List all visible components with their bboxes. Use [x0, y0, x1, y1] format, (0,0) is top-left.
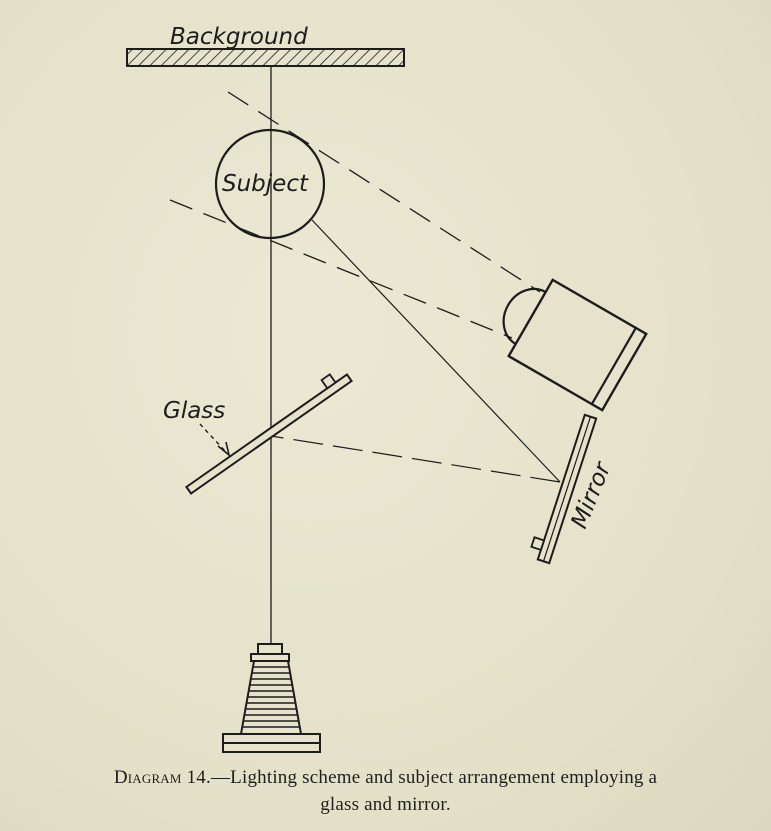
caption-line-1: Diagram 14.—Lighting scheme and subject …	[0, 764, 771, 791]
mirror	[530, 413, 598, 565]
caption-text-1: —Lighting scheme and subject arrangement…	[210, 767, 658, 788]
ray-mirror-to-glass	[270, 435, 561, 483]
background-label: Background	[170, 24, 308, 50]
subject-label: Subject	[222, 171, 309, 197]
glass-plate	[185, 373, 353, 495]
caption-lead: Diagram 14.	[113, 767, 211, 788]
background-board	[126, 48, 405, 67]
ray-subject-to-mirror	[311, 219, 561, 483]
subject-circle	[214, 128, 326, 240]
lighting-diagram: Background Subject Glass	[126, 24, 648, 753]
glass-pointer-arrow	[199, 423, 227, 453]
spotlight	[502, 278, 648, 412]
light-beam-lower	[169, 199, 513, 339]
camera	[222, 643, 321, 753]
caption-line-2: glass and mirror.	[320, 794, 451, 815]
glass-arrow-head	[217, 441, 231, 458]
figure-caption: Diagram 14.—Lighting scheme and subject …	[0, 764, 771, 818]
glass-label: Glass	[163, 398, 225, 424]
light-beam-upper	[227, 91, 541, 293]
